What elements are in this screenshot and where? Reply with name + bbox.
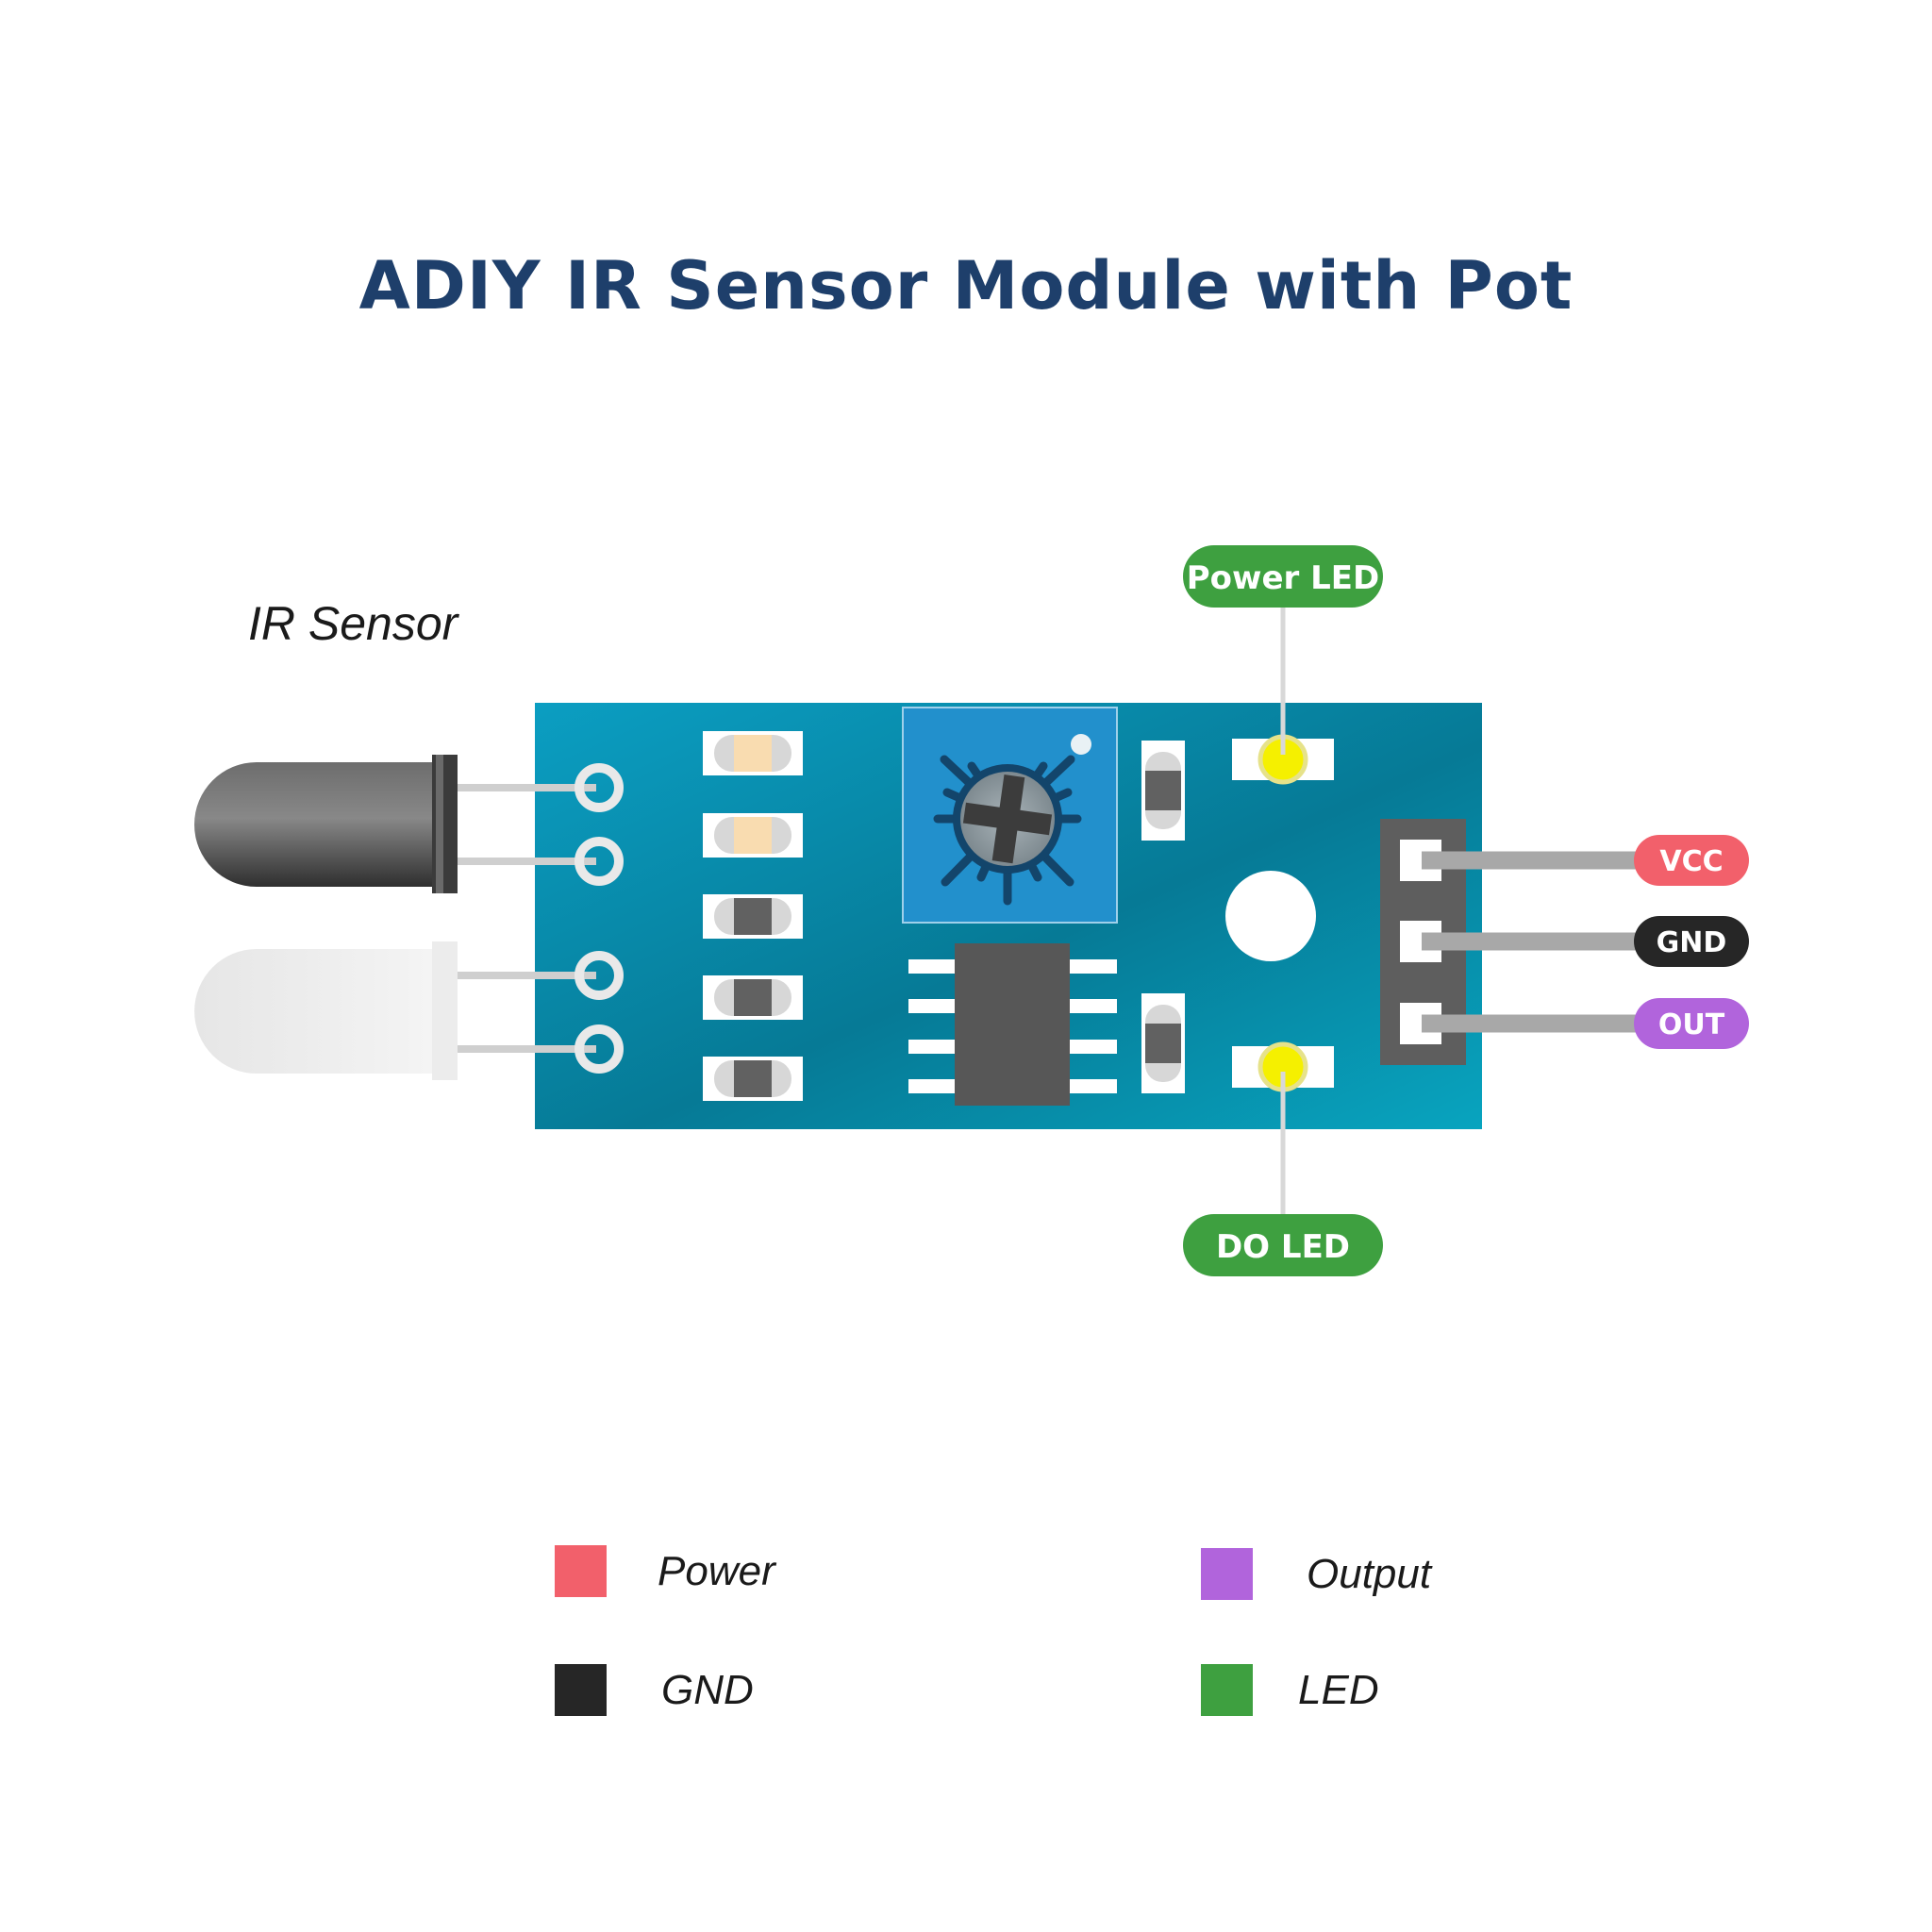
do-led — [1232, 1041, 1334, 1092]
power-led-callout: Power LED — [1183, 545, 1383, 608]
pin-gnd-callout: GND — [1634, 916, 1749, 967]
smd-resistors — [703, 731, 803, 1101]
legend-item-gnd: GND — [555, 1664, 754, 1716]
pin-out-pill — [1634, 998, 1749, 1049]
pin-vcc-callout: VCC — [1634, 835, 1749, 886]
legend-swatch-power — [555, 1545, 607, 1597]
ir-emitter-led-dark — [194, 755, 458, 893]
legend-item-led: LED — [1201, 1664, 1379, 1716]
pin-wires — [1422, 851, 1641, 1033]
comparator-ic — [908, 943, 1117, 1106]
pin-vcc-pill — [1634, 835, 1749, 886]
through-hole-pads — [575, 763, 624, 1074]
mounting-hole — [1225, 871, 1316, 961]
pin-out-callout: OUT — [1634, 998, 1749, 1049]
pin-gnd-pill — [1634, 916, 1749, 967]
header-pins — [1400, 840, 1441, 1044]
legend-label-gnd: GND — [661, 1666, 754, 1713]
legend-swatch-led — [1201, 1664, 1253, 1716]
pin-out-label: OUT — [1658, 1008, 1725, 1041]
do-led-callout: DO LED — [1183, 1214, 1383, 1276]
do-led-label: DO LED — [1216, 1228, 1350, 1266]
ir-sensor-label: IR Sensor — [248, 597, 458, 650]
power-led-label: Power LED — [1187, 559, 1379, 597]
smd-vertical-components — [1141, 741, 1185, 1093]
page-title: ADIY IR Sensor Module with Pot — [358, 247, 1574, 325]
legend-label-output: Output — [1307, 1550, 1432, 1597]
pin-gnd-label: GND — [1657, 926, 1727, 959]
led-leads — [458, 784, 596, 1053]
legend-item-output: Output — [1201, 1548, 1431, 1600]
legend-swatch-gnd — [555, 1664, 607, 1716]
legend-swatch-output — [1201, 1548, 1253, 1600]
legend-item-power: Power — [555, 1545, 775, 1597]
potentiometer[interactable] — [902, 707, 1118, 924]
legend-label-power: Power — [658, 1547, 775, 1594]
pin-vcc-label: VCC — [1659, 845, 1723, 878]
legend-label-led: LED — [1298, 1666, 1379, 1713]
ir-receiver-led-clear — [194, 941, 458, 1080]
